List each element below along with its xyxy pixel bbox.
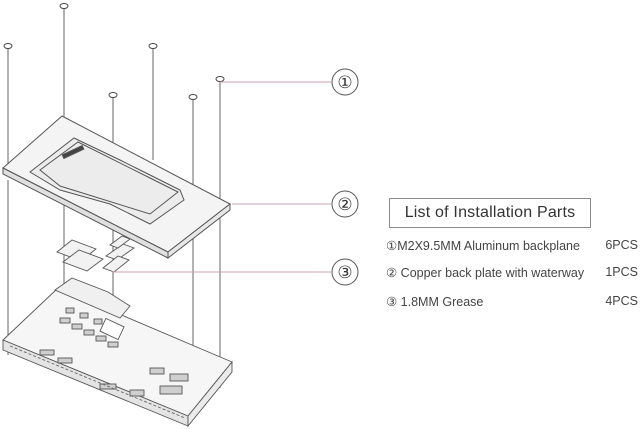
- callout-1: ①: [331, 68, 359, 96]
- parts-list-title: List of Installation Parts: [389, 198, 591, 228]
- part-quantity: 4PCS: [605, 294, 638, 308]
- aluminum-backplane: [2, 115, 231, 260]
- svg-text:③: ③: [337, 263, 352, 282]
- part-item-1: ①M2X9.5MM Aluminum backplane 6PCS: [386, 238, 638, 256]
- svg-text:②: ②: [337, 195, 352, 214]
- graphics-card: [2, 277, 233, 428]
- callout-2: ②: [331, 190, 359, 218]
- screw-icon: [3, 3, 225, 100]
- part-item-3: ③ 1.8MM Grease 4PCS: [386, 294, 638, 312]
- callout-3: ③: [331, 258, 359, 286]
- thermal-pads: [56, 235, 135, 273]
- part-description: ③ 1.8MM Grease: [386, 295, 484, 309]
- part-quantity: 6PCS: [605, 238, 638, 252]
- part-item-2: ② Copper back plate with waterway 1PCS: [386, 265, 638, 283]
- part-quantity: 1PCS: [605, 265, 638, 279]
- part-description: ①M2X9.5MM Aluminum backplane: [386, 239, 580, 253]
- part-description: ② Copper back plate with waterway: [386, 266, 585, 280]
- svg-text:①: ①: [337, 73, 352, 92]
